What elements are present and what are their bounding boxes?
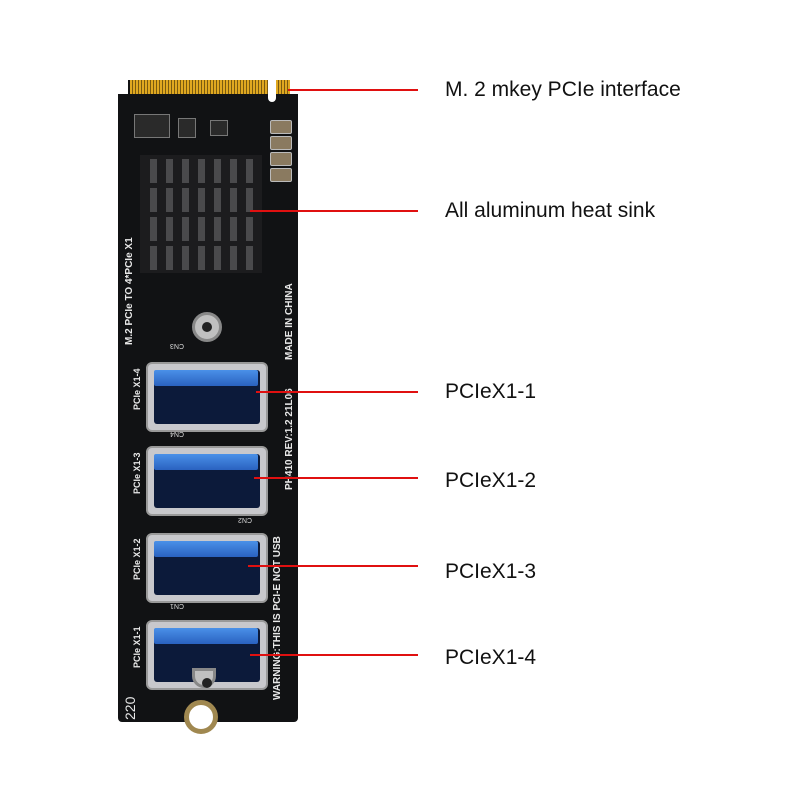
heat-sink-fin bbox=[230, 159, 237, 183]
heat-sink-fin bbox=[246, 217, 253, 241]
heat-sink-fin bbox=[214, 188, 221, 212]
connector-silk-cn2: CN2 bbox=[238, 516, 253, 523]
connector-silk-cn3: CN3 bbox=[170, 342, 185, 349]
port-silk-x1-2: PCIe X1-2 bbox=[132, 538, 142, 580]
chip-u2 bbox=[134, 114, 170, 138]
heat-sink-fin bbox=[182, 246, 189, 270]
revision-silk: PH410 REV:1.2 21L06 bbox=[284, 388, 295, 490]
callout-label-heat-sink: All aluminum heat sink bbox=[445, 199, 656, 222]
port-silk-x1-1: PCIe X1-1 bbox=[132, 626, 142, 668]
heat-sink-fin bbox=[230, 217, 237, 241]
heat-sink-fin bbox=[214, 217, 221, 241]
heat-sink bbox=[140, 155, 262, 273]
heat-sink-fin bbox=[150, 188, 157, 212]
inductor-1 bbox=[270, 120, 292, 134]
heat-sink-fin bbox=[182, 217, 189, 241]
heat-sink-fin bbox=[214, 246, 221, 270]
port-silk-x1-4: PCIe X1-4 bbox=[132, 368, 142, 410]
heat-sink-fin bbox=[150, 217, 157, 241]
callout-label-pciex1-2: PCIeX1-2 bbox=[445, 469, 537, 492]
heat-sink-fin bbox=[198, 188, 205, 212]
board-corner-left bbox=[118, 80, 128, 94]
board-corner-right bbox=[290, 80, 298, 94]
board-title-silk: M.2 PCIe TO 4*PCIe X1 bbox=[124, 237, 135, 345]
port-silk-x1-3: PCIe X1-3 bbox=[132, 452, 142, 494]
screw-hole bbox=[184, 700, 218, 734]
chip-small-1 bbox=[178, 118, 196, 138]
warning-silk: WARNING:THIS IS PCI-E NOT USB bbox=[272, 536, 283, 700]
callout-line-pciex1-4 bbox=[250, 654, 418, 656]
callout-line-pciex1-3 bbox=[248, 565, 418, 567]
inductor-3 bbox=[270, 152, 292, 166]
heat-sink-fin bbox=[166, 159, 173, 183]
callout-line-m2-interface bbox=[288, 89, 418, 91]
usb-port-pcie-x1-4 bbox=[146, 362, 268, 432]
callout-label-m2-interface: M. 2 mkey PCIe interface bbox=[445, 78, 681, 101]
callout-line-pciex1-2 bbox=[254, 477, 418, 479]
inductor-4 bbox=[270, 168, 292, 182]
inductor-2 bbox=[270, 136, 292, 150]
heat-sink-fin bbox=[214, 159, 221, 183]
heat-sink-fin bbox=[182, 188, 189, 212]
callout-label-pciex1-4: PCIeX1-4 bbox=[445, 646, 537, 669]
callout-line-pciex1-1 bbox=[256, 391, 418, 393]
callout-label-pciex1-3: PCIeX1-3 bbox=[445, 560, 537, 583]
heat-sink-fin bbox=[198, 159, 205, 183]
heat-sink-fin bbox=[166, 246, 173, 270]
made-in-silk: MADE IN CHINA bbox=[284, 283, 295, 360]
connector-silk-cn4: CN4 bbox=[170, 430, 185, 437]
heat-sink-fin bbox=[150, 159, 157, 183]
m2-key-contacts-small bbox=[276, 80, 290, 94]
heat-sink-fin bbox=[166, 217, 173, 241]
bottom-standoff bbox=[192, 668, 216, 688]
heat-sink-fin bbox=[198, 246, 205, 270]
heat-sink-fin bbox=[166, 188, 173, 212]
heat-sink-fin bbox=[246, 246, 253, 270]
heat-sink-fin bbox=[198, 217, 205, 241]
heat-sink-fin bbox=[246, 159, 253, 183]
heat-sink-fin bbox=[182, 159, 189, 183]
mounting-standoff bbox=[192, 312, 222, 342]
usb-port-pcie-x1-2 bbox=[146, 533, 268, 603]
callout-line-heat-sink bbox=[250, 210, 418, 212]
m-key-notch bbox=[268, 80, 276, 102]
m2-key-contacts-main bbox=[130, 80, 268, 94]
heat-sink-fin bbox=[246, 188, 253, 212]
connector-silk-cn1: CN1 bbox=[170, 602, 185, 609]
heat-sink-fin bbox=[150, 246, 157, 270]
heat-sink-fin bbox=[230, 246, 237, 270]
serial-silk: 220 bbox=[122, 696, 138, 720]
usb-port-pcie-x1-3 bbox=[146, 446, 268, 516]
callout-label-pciex1-1: PCIeX1-1 bbox=[445, 380, 537, 403]
chip-small-2 bbox=[210, 120, 228, 136]
heat-sink-fin bbox=[230, 188, 237, 212]
m2-adapter-board: M.2 PCIe TO 4*PCIe X1 MADE IN CHINA PH41… bbox=[118, 80, 298, 734]
